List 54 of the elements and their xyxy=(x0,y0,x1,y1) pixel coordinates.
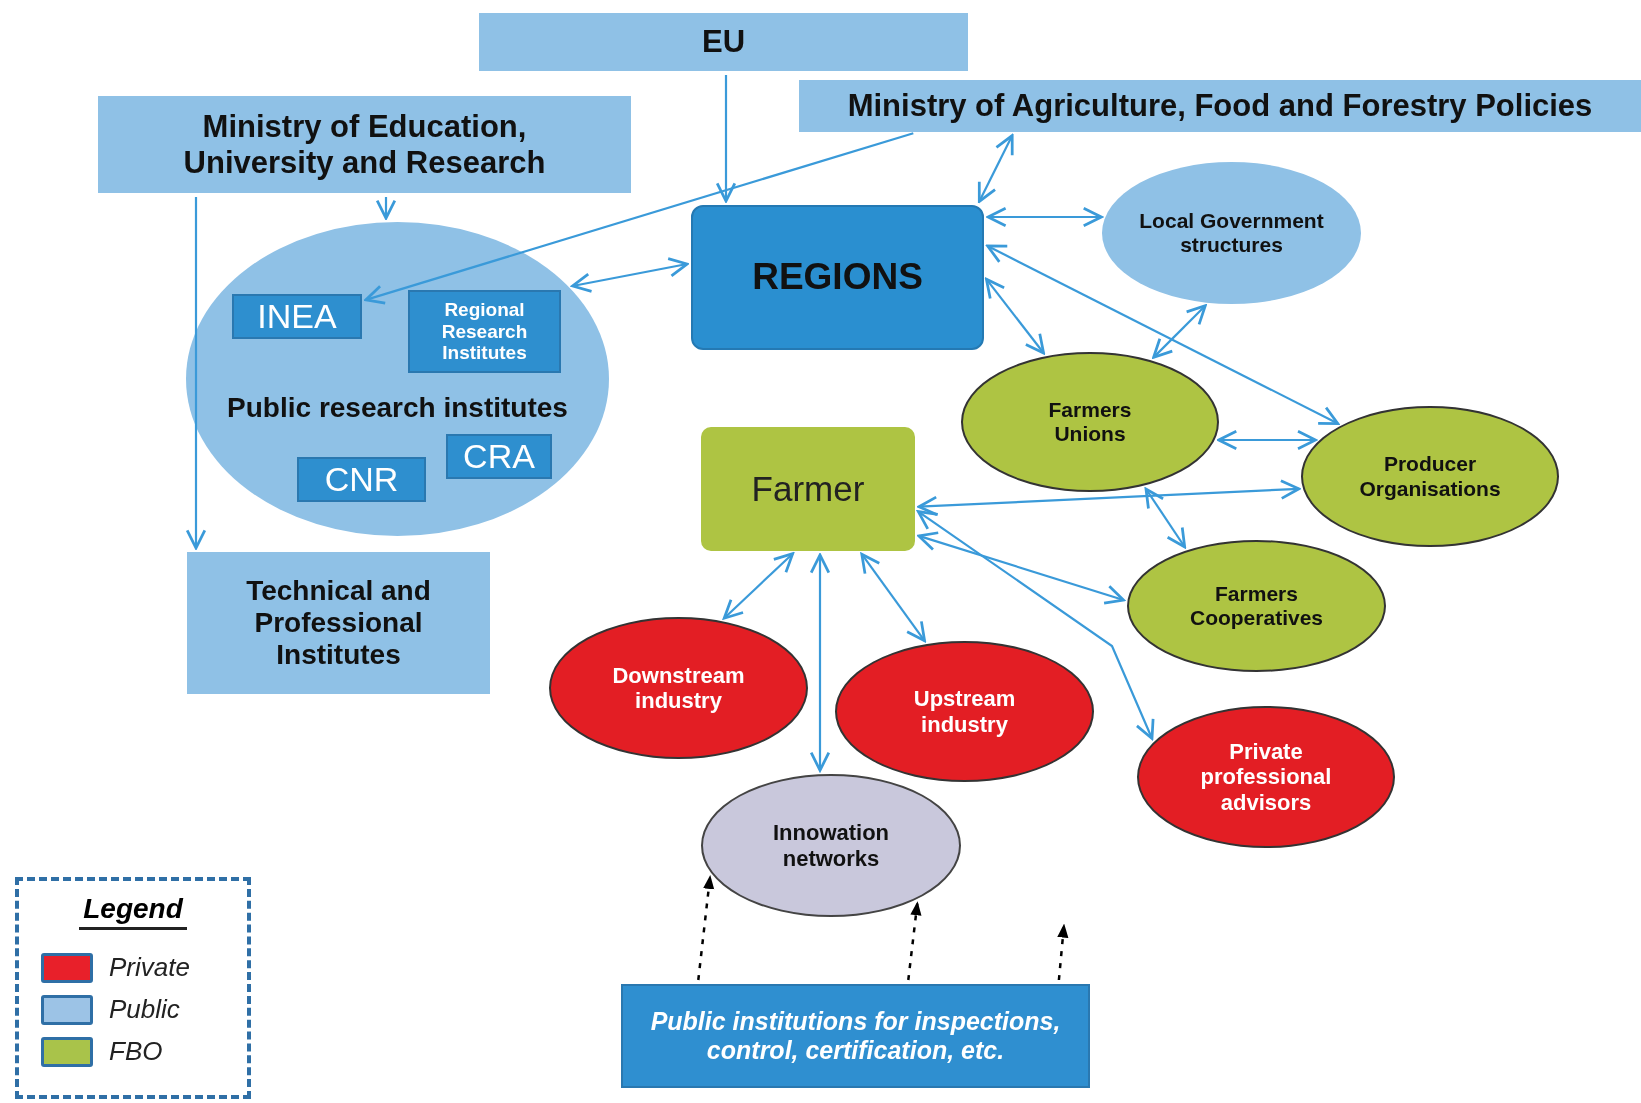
arrow xyxy=(986,206,1103,228)
dashed-arrow xyxy=(1057,923,1069,981)
arrow xyxy=(715,75,737,203)
node-label: Downstream industry xyxy=(612,662,745,714)
node-label: Farmers Cooperatives xyxy=(1188,581,1324,631)
arrow xyxy=(977,134,1014,203)
node-label: Ministry of Education, University and Research xyxy=(182,108,547,181)
institute-box xyxy=(446,434,552,479)
institute-box xyxy=(232,294,362,339)
node-label: Ministry of Agriculture, Food and Forestry Policies xyxy=(847,88,1593,124)
node-label: EU xyxy=(701,24,746,60)
node-label: REGIONS xyxy=(752,256,923,299)
arrow xyxy=(1144,487,1187,549)
legend-label: FBO xyxy=(109,1036,163,1067)
institution-box xyxy=(621,984,1090,1088)
node-label: INEA xyxy=(257,296,337,337)
node-label: Farmers Unions xyxy=(1047,397,1133,447)
arrow xyxy=(1217,429,1317,451)
node-label: Public institutions for inspections, control, certification, etc. xyxy=(649,1007,1062,1065)
arrow xyxy=(375,197,397,220)
dashed-arrow xyxy=(907,901,922,981)
legend-label: Public xyxy=(109,994,180,1025)
node-label: CRA xyxy=(463,436,535,477)
arrow xyxy=(364,132,914,305)
organization-box xyxy=(98,96,631,193)
arrow xyxy=(917,531,1125,605)
node-label: Technical and Professional Institutes xyxy=(245,574,432,672)
node-label: Innowation networks xyxy=(771,820,891,871)
organization-box xyxy=(187,552,490,694)
node-label: Private professional advisors xyxy=(1199,739,1333,815)
legend-label: Private xyxy=(109,952,190,983)
arrow xyxy=(809,553,831,772)
institute-box xyxy=(408,290,561,373)
arrow xyxy=(722,552,795,620)
node-label: Producer Organisations xyxy=(1358,452,1502,501)
arrow xyxy=(916,510,1155,740)
node-label: CNR xyxy=(324,459,399,500)
farmer-box xyxy=(701,427,915,551)
node-label: Public research institutes xyxy=(226,392,569,425)
node-label: Local Government structures xyxy=(1138,208,1325,258)
node-label: Regional Research Institutes xyxy=(440,298,529,365)
node-label: Upstream industry xyxy=(913,686,1016,737)
arrow xyxy=(571,257,689,293)
arrow xyxy=(986,244,1340,425)
arrow xyxy=(185,197,207,550)
institute-box xyxy=(297,457,426,502)
organization-box xyxy=(479,13,968,71)
arrow xyxy=(985,277,1045,355)
arrow xyxy=(860,552,926,643)
arrow xyxy=(1152,304,1207,359)
regions-box xyxy=(691,205,984,350)
organization-box xyxy=(799,80,1641,132)
node-label: Farmer xyxy=(751,468,865,510)
legend-title: Legend xyxy=(19,893,247,930)
